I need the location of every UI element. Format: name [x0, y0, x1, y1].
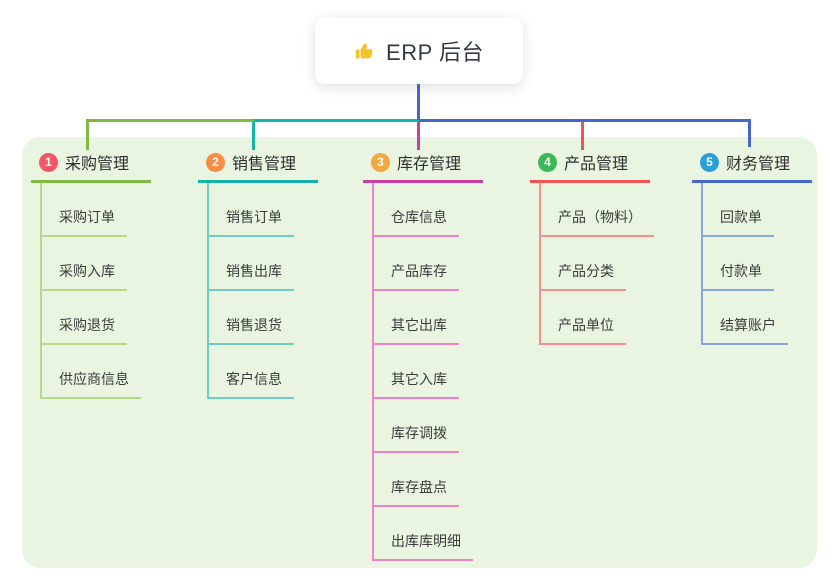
child-label: 其它入库	[391, 371, 447, 387]
child-label: 库存调拨	[391, 425, 447, 441]
branch-header-product[interactable]: 4 产品管理	[530, 148, 650, 183]
child-label: 产品库存	[391, 263, 447, 279]
branch-header-inventory[interactable]: 3 库存管理	[363, 148, 483, 183]
branch-drop-sales	[252, 119, 255, 150]
root-node[interactable]: ERP 后台	[315, 18, 523, 84]
child-label: 客户信息	[226, 371, 282, 387]
branch-index-badge: 5	[700, 152, 719, 172]
child-label: 出库库明细	[391, 533, 461, 549]
branch-drop-finance	[748, 119, 751, 147]
child-label: 销售退货	[226, 317, 282, 333]
branch-children-product: 产品（物料） 产品分类产品单位	[539, 183, 654, 345]
child-label: 供应商信息	[59, 371, 129, 387]
child-label: 产品分类	[558, 263, 614, 279]
branch-index-badge: 3	[371, 152, 390, 172]
branch-children-finance: 回款单付款单结算账户	[701, 183, 788, 345]
child-node[interactable]: 采购退货	[42, 291, 127, 345]
branch-title: 产品管理	[564, 156, 629, 173]
branch-index-badge: 2	[206, 152, 225, 172]
branch-title: 财务管理	[726, 156, 791, 173]
child-label: 采购订单	[59, 209, 115, 225]
branch-header-finance[interactable]: 5 财务管理	[692, 148, 812, 183]
branch-children-sales: 销售订单销售出库销售退货客户信息	[207, 183, 294, 399]
branch-title: 采购管理	[65, 156, 130, 173]
child-label: 结算账户	[720, 317, 776, 333]
child-node[interactable]: 结算账户	[703, 291, 788, 345]
child-node[interactable]: 仓库信息	[374, 183, 459, 237]
child-label: 销售出库	[226, 263, 282, 279]
child-node[interactable]: 产品（物料）	[541, 183, 654, 237]
branch-drop-inventory	[417, 122, 420, 150]
branch-children-inventory: 仓库信息产品库存其它出库其它入库库存调拨库存盘点出库库明细	[372, 183, 473, 561]
child-node[interactable]: 出库库明细	[374, 507, 473, 561]
branch-sales: 2 销售管理 销售订单销售出库销售退货客户信息	[198, 148, 318, 399]
branch-product: 4 产品管理 产品（物料） 产品分类产品单位	[530, 148, 654, 345]
child-node[interactable]: 采购订单	[42, 183, 127, 237]
child-node[interactable]: 回款单	[703, 183, 774, 237]
branch-title: 库存管理	[397, 156, 462, 173]
branch-title: 销售管理	[232, 156, 297, 173]
branch-drop-product	[581, 119, 584, 150]
bus-segment-green	[86, 119, 254, 122]
child-label: 产品（物料）	[558, 209, 642, 225]
child-node[interactable]: 其它出库	[374, 291, 459, 345]
branch-header-purchase[interactable]: 1 采购管理	[31, 148, 151, 183]
child-node[interactable]: 其它入库	[374, 345, 459, 399]
branch-children-purchase: 采购订单采购入库采购退货供应商信息	[40, 183, 141, 399]
branch-index-badge: 1	[39, 152, 58, 172]
child-node[interactable]: 产品库存	[374, 237, 459, 291]
bus-segment-blue	[419, 119, 751, 122]
child-node[interactable]: 库存盘点	[374, 453, 459, 507]
child-label: 付款单	[720, 263, 762, 279]
child-node[interactable]: 客户信息	[209, 345, 294, 399]
child-node[interactable]: 产品单位	[541, 291, 626, 345]
child-node[interactable]: 库存调拨	[374, 399, 459, 453]
branch-header-sales[interactable]: 2 销售管理	[198, 148, 318, 183]
child-label: 库存盘点	[391, 479, 447, 495]
child-node[interactable]: 销售退货	[209, 291, 294, 345]
root-title: ERP 后台	[386, 40, 484, 65]
background-panel	[22, 137, 817, 568]
branch-purchase: 1 采购管理 采购订单采购入库采购退货供应商信息	[31, 148, 151, 399]
child-node[interactable]: 产品分类	[541, 237, 626, 291]
child-label: 采购入库	[59, 263, 115, 279]
child-label: 产品单位	[558, 317, 614, 333]
thumbs-up-icon	[354, 40, 376, 62]
child-label: 销售订单	[226, 209, 282, 225]
child-node[interactable]: 付款单	[703, 237, 774, 291]
child-node[interactable]: 销售出库	[209, 237, 294, 291]
branch-index-badge: 4	[538, 152, 557, 172]
child-label: 回款单	[720, 209, 762, 225]
branch-inventory: 3 库存管理 仓库信息产品库存其它出库其它入库库存调拨库存盘点出库库明细	[363, 148, 483, 561]
branch-finance: 5 财务管理 回款单付款单结算账户	[692, 148, 812, 345]
child-node[interactable]: 采购入库	[42, 237, 127, 291]
child-label: 采购退货	[59, 317, 115, 333]
child-label: 其它出库	[391, 317, 447, 333]
child-label: 仓库信息	[391, 209, 447, 225]
branch-drop-purchase	[86, 119, 89, 150]
child-node[interactable]: 供应商信息	[42, 345, 141, 399]
root-connector-line	[417, 84, 420, 120]
child-node[interactable]: 销售订单	[209, 183, 294, 237]
bus-segment-teal	[254, 119, 419, 122]
